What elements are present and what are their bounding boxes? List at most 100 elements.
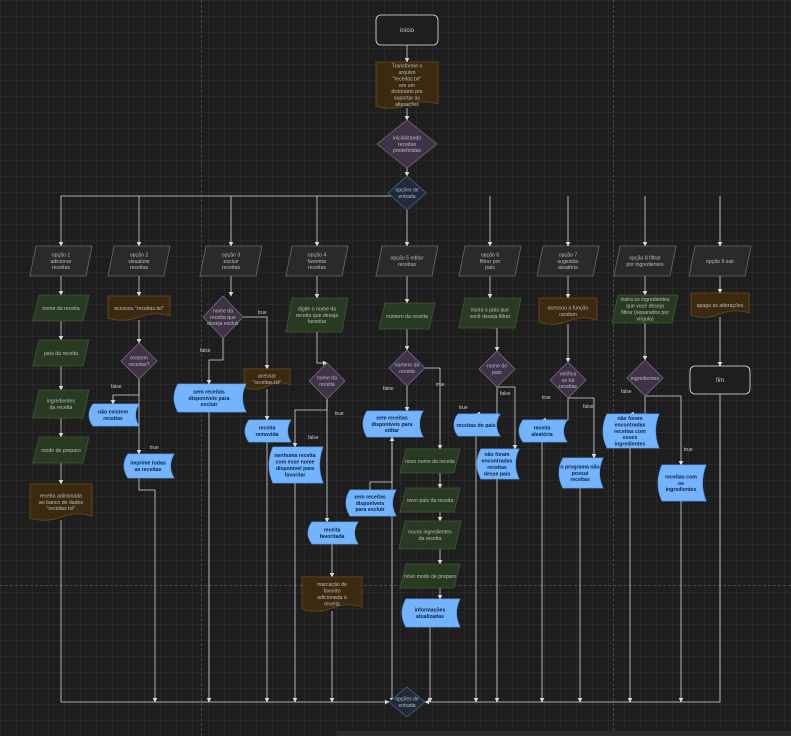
node-blue-shape (173, 383, 247, 413)
node-process-shape (458, 297, 522, 329)
node-decision-shape (376, 119, 438, 169)
node-c1-nome[interactable]: nome da receita (32, 294, 90, 322)
node-decision-shape (202, 295, 244, 339)
node-label: acessar"receitas.txt" (253, 374, 282, 386)
flow-connector (424, 394, 721, 705)
node-c9-apaga[interactable]: apaga as alterações (690, 292, 750, 318)
canvas-scrollbar[interactable] (337, 731, 791, 736)
node-io-shape (458, 245, 522, 277)
node-c3-acessar[interactable]: acessar"receitas.txt" (243, 368, 291, 390)
node-doc-shape (29, 483, 93, 521)
edge-label-false: false (383, 386, 394, 392)
node-c6-receitas[interactable]: receitas do país (453, 413, 501, 437)
edge-label-true: true (258, 310, 267, 316)
edge-label-false: false (500, 391, 511, 397)
node-blue-shape (476, 448, 520, 480)
node-label: novo país da receita (407, 498, 454, 504)
node-label: apaga as alterações (697, 303, 744, 309)
node-blue-shape (123, 453, 175, 479)
flow-connector (475, 387, 498, 417)
node-c9-fim[interactable]: fim (689, 365, 751, 395)
flow-connector (138, 478, 158, 703)
node-decision-shape (478, 350, 516, 388)
node-c5-novo-modo[interactable]: novo modo de preparo (399, 563, 461, 589)
node-process-shape (399, 448, 461, 474)
node-c1-pais[interactable]: país da receita (32, 339, 90, 367)
node-io-shape (613, 245, 677, 277)
node-io-shape (285, 245, 349, 277)
flow-connector (490, 327, 500, 352)
node-blue-shape (307, 521, 359, 545)
node-doc-shape (243, 368, 291, 390)
node-c8-dec[interactable]: ingredientes (626, 359, 664, 397)
flow-connector (206, 338, 224, 385)
node-process-shape (399, 487, 461, 513)
flow-connector (568, 397, 597, 459)
node-c5-numero[interactable]: número da receita (378, 302, 436, 330)
node-process-shape (399, 563, 461, 589)
node-c5-novo-nome[interactable]: novo nome da receita (399, 448, 461, 474)
node-op9[interactable]: opção 9 sair (688, 245, 752, 277)
guide-line-vertical (201, 0, 202, 736)
node-blue-shape (453, 413, 501, 437)
node-c2-acessou[interactable]: acessou "receitas.txt" (107, 295, 171, 321)
node-label: modo de preparo (41, 448, 81, 454)
node-doc-shape (107, 295, 171, 321)
node-c5-novo-pais[interactable]: novo país da receita (399, 487, 461, 513)
node-c1-modo[interactable]: modo de preparo (32, 436, 90, 464)
edge-label-false: false (308, 435, 319, 441)
node-io-shape (29, 245, 93, 277)
node-inicio[interactable]: início (375, 14, 439, 46)
node-process-shape (32, 294, 90, 322)
